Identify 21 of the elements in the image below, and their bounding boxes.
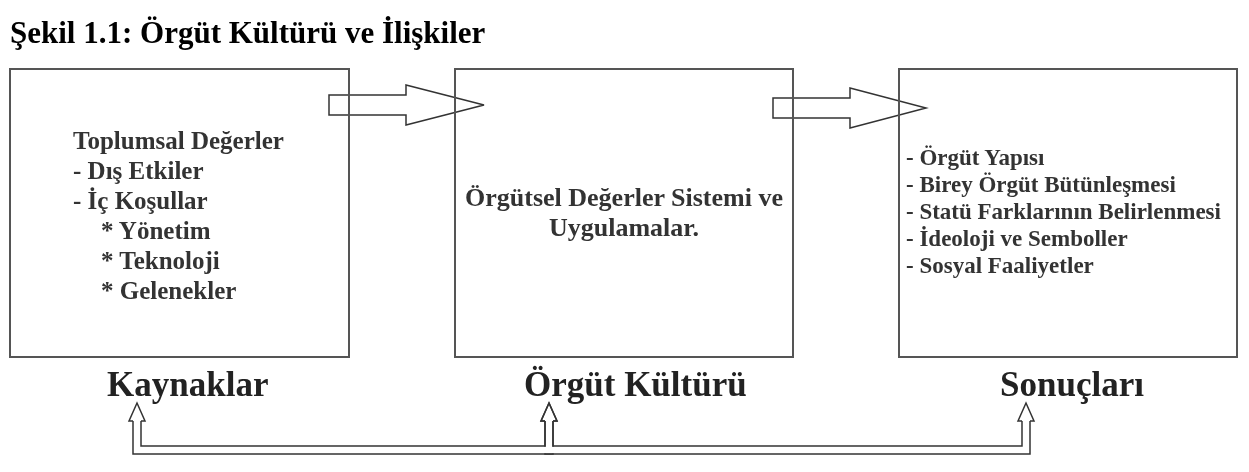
list-item: - Statü Farklarının Belirlenmesi (906, 198, 1221, 225)
figure-title: Şekil 1.1: Örgüt Kültürü ve İlişkiler (10, 15, 486, 51)
list-item: - Sosyal Faaliyetler (906, 252, 1094, 279)
block-arrow (772, 87, 929, 129)
list-item: * Teknoloji (101, 246, 220, 276)
content-frame (454, 68, 794, 358)
heading-text: Örgüt Kültürü (524, 367, 747, 403)
list-item: Toplumsal Değerler (73, 126, 284, 156)
block-arrow (328, 84, 485, 126)
list-item: - Birey Örgüt Bütünleşmesi (906, 171, 1176, 198)
list-item: * Yönetim (101, 216, 211, 246)
list-item: - Örgüt Yapısı (906, 144, 1045, 171)
body-text: Örgütsel Değerler Sistemi ve Uygulamalar. (464, 183, 784, 243)
content-frame (9, 68, 350, 358)
heading-text: Sonuçları (1000, 367, 1144, 403)
list-item: - Dış Etkiler (73, 156, 204, 186)
heading-text: Kaynaklar (107, 367, 269, 403)
list-item: - İdeoloji ve Semboller (906, 225, 1128, 252)
content-frame (898, 68, 1238, 358)
list-item: - İç Koşullar (73, 186, 208, 216)
list-item: * Gelenekler (101, 276, 237, 306)
